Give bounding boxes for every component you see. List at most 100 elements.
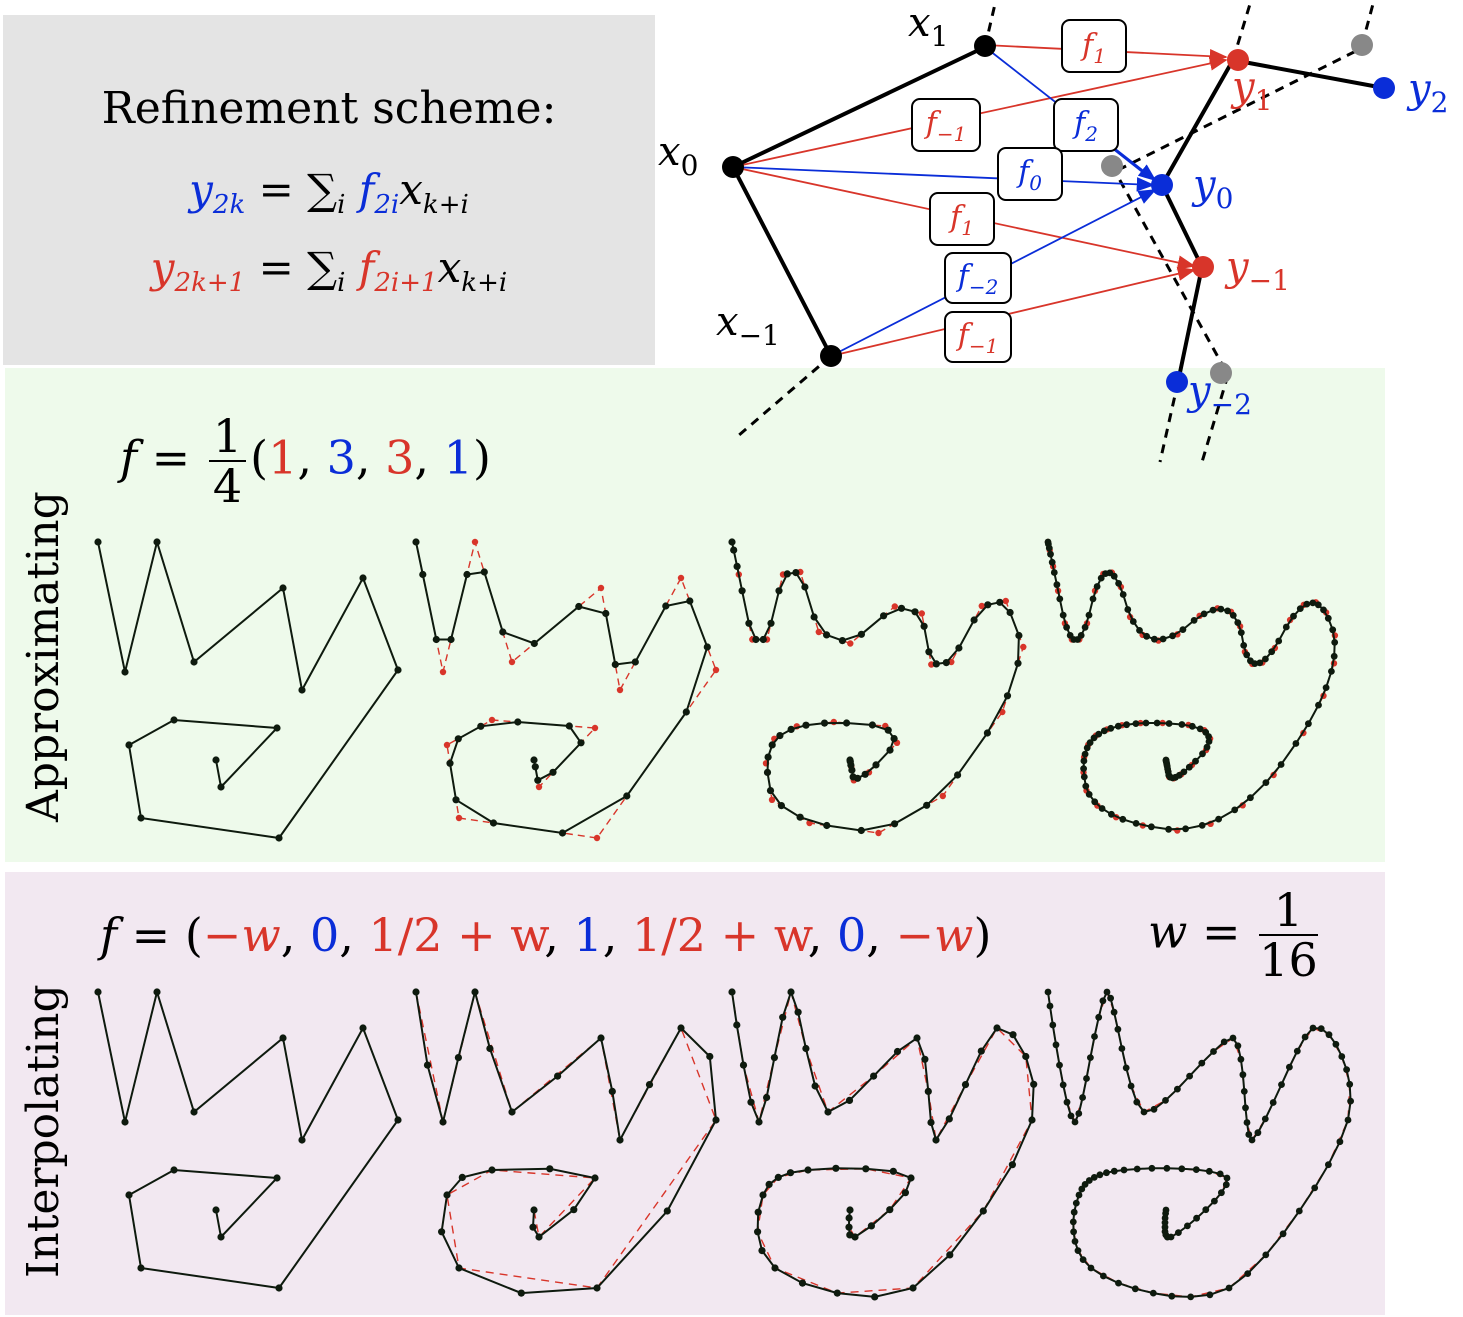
curve-point xyxy=(623,792,631,800)
curve-point xyxy=(901,1189,910,1197)
previous-point xyxy=(443,741,451,749)
curve-point xyxy=(682,708,690,716)
curve-point xyxy=(1317,1025,1325,1032)
curve-point xyxy=(1074,1247,1082,1254)
curve-point xyxy=(298,1136,306,1144)
even-rule-equation: y2k = ∑i f2ixk+i xyxy=(189,165,469,221)
curve-point xyxy=(1325,1031,1333,1039)
curve-point xyxy=(1053,581,1061,589)
previous-point xyxy=(918,610,925,617)
curve-point xyxy=(1262,655,1269,663)
curve-point xyxy=(1086,739,1094,746)
approx-coeff: 3 xyxy=(385,430,415,485)
curve-point xyxy=(942,659,950,667)
curve-point xyxy=(1248,1136,1256,1144)
curve-point xyxy=(1132,820,1140,827)
curve-point xyxy=(153,538,161,546)
curve-point xyxy=(530,756,538,764)
curve-point xyxy=(597,1034,605,1042)
curve-point xyxy=(1129,618,1137,625)
interpolating-section xyxy=(5,872,1385,1315)
curve-point xyxy=(765,1180,773,1188)
curve-point xyxy=(730,546,738,554)
curve-point xyxy=(1175,1229,1182,1236)
curve-point xyxy=(1209,606,1217,614)
curve-point xyxy=(832,1164,840,1172)
curve-point xyxy=(1330,652,1338,660)
approx-level-0 xyxy=(94,538,402,842)
curve-point xyxy=(802,721,810,729)
curve-point xyxy=(1322,684,1330,691)
curve-point xyxy=(212,756,220,764)
previous-point xyxy=(471,538,479,546)
curve-point xyxy=(1122,1064,1130,1072)
previous-point xyxy=(1002,597,1009,605)
weight-box: f2 xyxy=(1053,98,1119,152)
curve-point xyxy=(570,1206,578,1214)
curve-point xyxy=(1179,626,1187,633)
curve-point xyxy=(1148,1164,1156,1172)
refined-curve xyxy=(731,988,1035,1298)
curve-point xyxy=(739,1061,748,1069)
approx-coeff: 1 xyxy=(268,430,298,485)
previous-polygon xyxy=(415,989,717,1289)
weight-box: f0 xyxy=(997,147,1063,201)
curve-point xyxy=(463,570,471,579)
curve-point xyxy=(121,668,129,676)
curve-point xyxy=(1093,583,1101,590)
curve-point xyxy=(125,1191,133,1199)
curve-point xyxy=(1030,1080,1038,1088)
curve-point xyxy=(1245,1131,1253,1138)
interp-level-1 xyxy=(412,988,720,1297)
curve-point xyxy=(771,1264,779,1272)
curve-point xyxy=(1261,1115,1269,1123)
curve-point xyxy=(754,1228,762,1236)
curve-point xyxy=(677,1024,685,1032)
curve-point xyxy=(1231,806,1239,814)
previous-point xyxy=(1020,643,1027,651)
curve-point xyxy=(801,583,809,591)
curve-point xyxy=(820,719,829,727)
approx-coeff: 1 xyxy=(443,430,473,485)
curve-point xyxy=(893,1047,902,1056)
curve-point xyxy=(1131,1285,1139,1293)
curve-point xyxy=(1046,1002,1054,1010)
curve-point xyxy=(273,1174,281,1182)
curve-point xyxy=(602,609,610,618)
curve-point xyxy=(455,1264,463,1272)
curve-point xyxy=(932,660,940,668)
curve-point xyxy=(870,1072,878,1080)
curve-point xyxy=(946,1251,954,1259)
curve-point xyxy=(1169,632,1176,640)
curve-point xyxy=(153,988,161,996)
curve-point xyxy=(1185,763,1193,771)
curve-point xyxy=(1080,757,1088,765)
curve-point xyxy=(577,739,585,747)
node-x-minus1 xyxy=(820,345,842,367)
curve-point xyxy=(777,802,786,810)
curve-point xyxy=(1107,994,1114,1002)
curve-point xyxy=(1192,757,1199,765)
curve-point xyxy=(970,616,978,624)
curve-point xyxy=(921,1055,929,1063)
curve-point xyxy=(983,729,992,737)
curve-point xyxy=(759,635,767,644)
curve-point xyxy=(1059,1081,1067,1089)
curve-point xyxy=(833,1289,841,1297)
curve-point xyxy=(1190,617,1198,624)
curve-point xyxy=(774,1173,782,1181)
curve-point xyxy=(662,602,670,610)
curve-point xyxy=(686,597,694,605)
previous-polygon xyxy=(731,541,1025,834)
curve-point xyxy=(1178,721,1186,728)
curve-point xyxy=(909,1284,917,1292)
curve-point xyxy=(758,1247,766,1255)
previous-point xyxy=(939,792,946,800)
refined-curve xyxy=(415,988,718,1295)
curve-point xyxy=(1162,756,1170,764)
curve-point xyxy=(907,1174,915,1182)
node-x1 xyxy=(974,35,996,57)
curve-point xyxy=(993,1024,1001,1032)
curve-point xyxy=(1110,1167,1118,1175)
curve-point xyxy=(745,619,753,627)
